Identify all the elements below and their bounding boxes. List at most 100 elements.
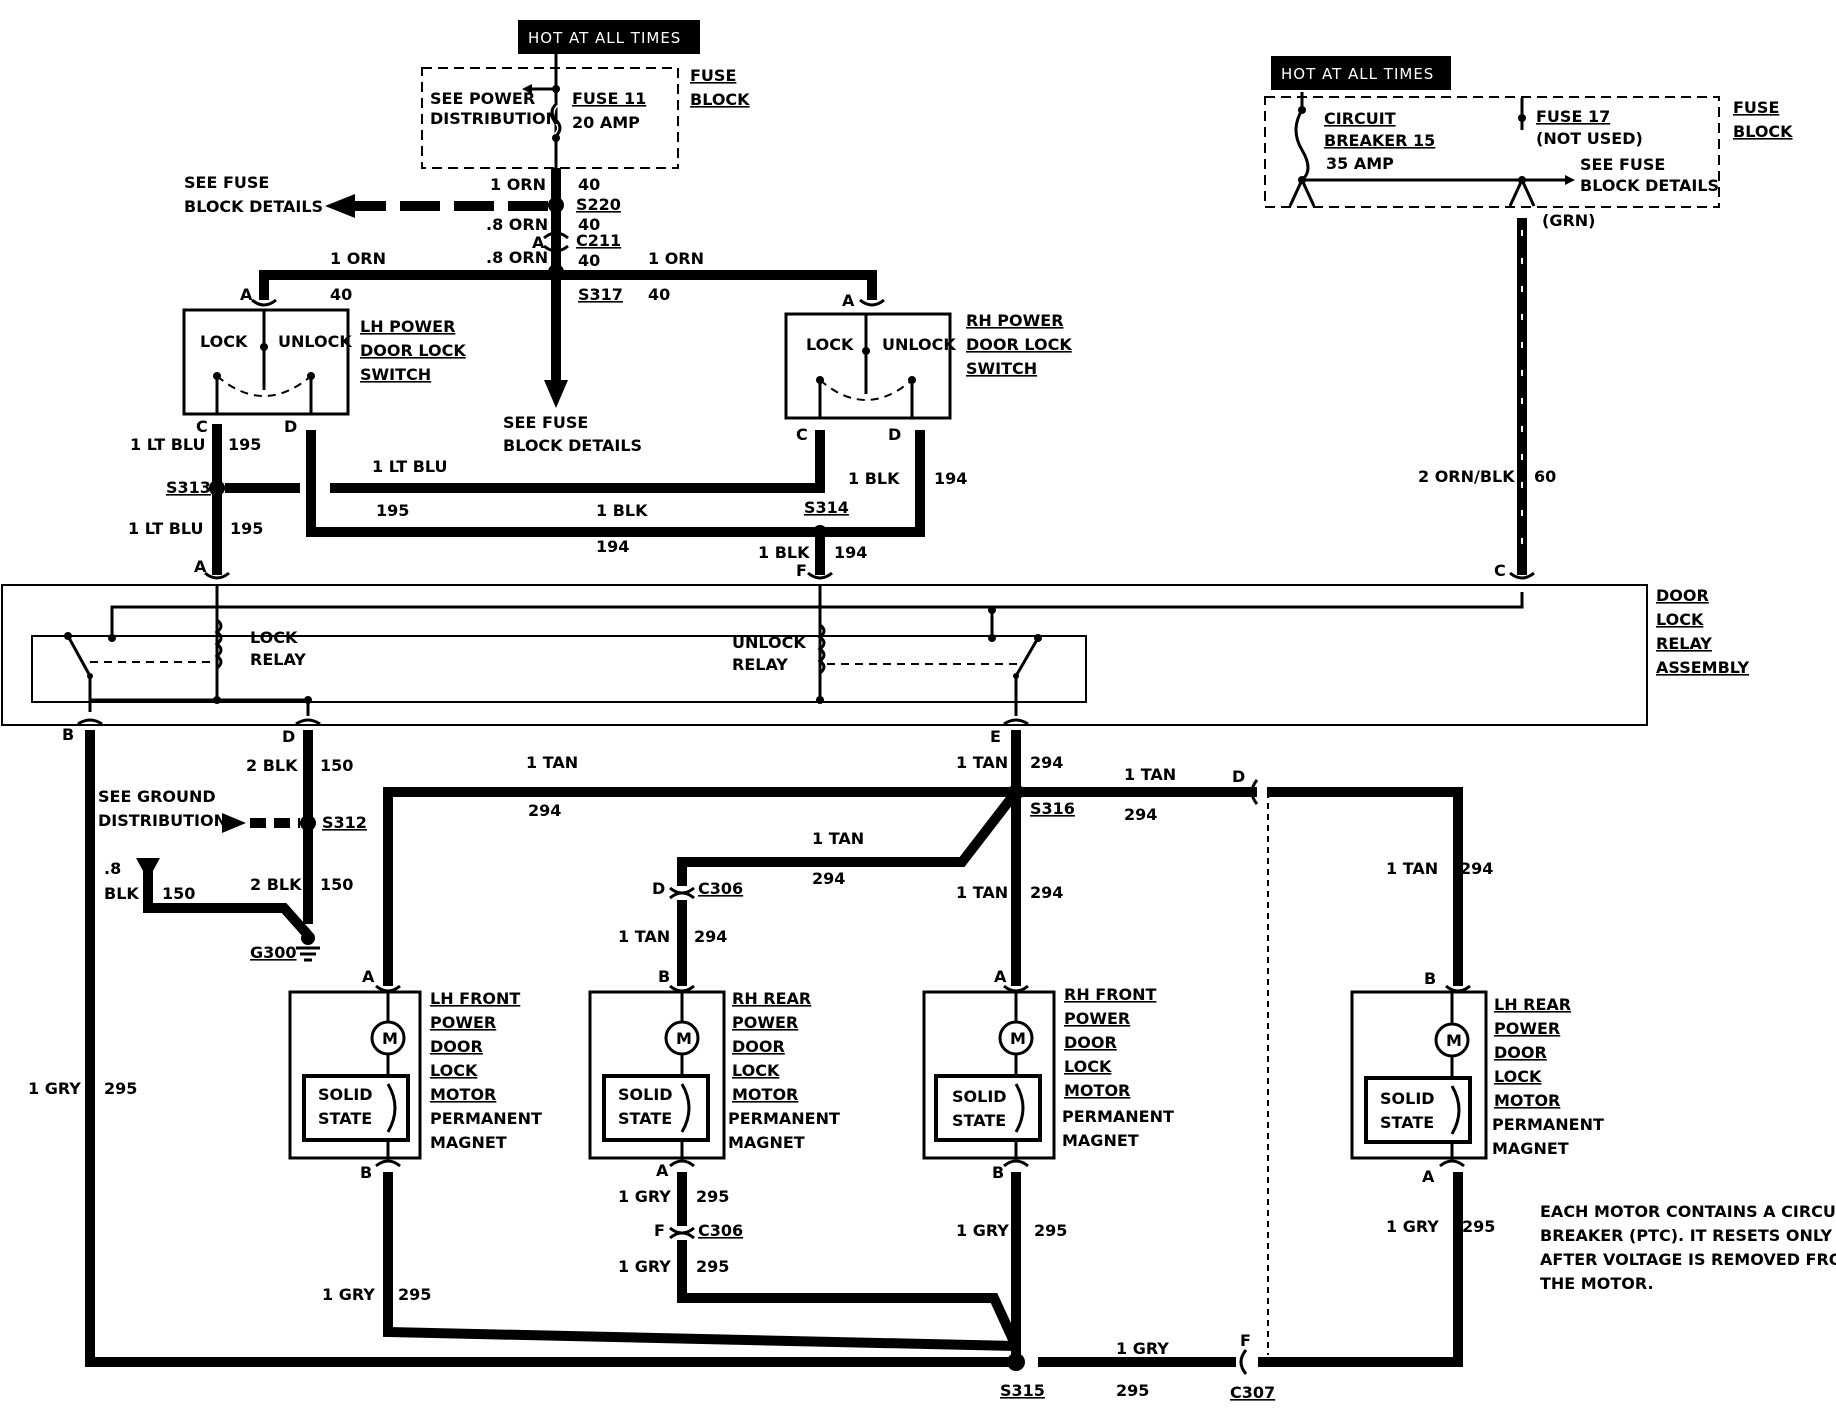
relay-pin-f: F <box>796 561 807 580</box>
lh-switch-pin-d: D <box>284 417 297 436</box>
motor-1-name5: MOTOR <box>430 1085 496 1104</box>
splice-s314-label: S314 <box>804 498 849 517</box>
circuit-295-lr: 295 <box>1462 1217 1495 1236</box>
rh-switch-pin-a: A <box>842 291 855 310</box>
splice-s315-label: S315 <box>1000 1381 1045 1400</box>
lh-switch-unlock: UNLOCK <box>278 332 352 351</box>
motor-2-name2: POWER <box>732 1013 798 1032</box>
fuse-block-2-label: FUSE <box>1733 98 1779 117</box>
unlock-relay-coil <box>817 623 826 675</box>
motor-2-name3: DOOR <box>732 1037 785 1056</box>
lh-switch-pin-a: A <box>240 285 253 304</box>
relay-pin-a: A <box>194 557 207 576</box>
fuse-block-1-label2: BLOCK <box>690 90 750 109</box>
arrow-icon <box>522 84 532 94</box>
wire-ltblu-2: 1 LT BLU <box>128 519 204 538</box>
fuse-11-label: FUSE 11 <box>572 89 646 108</box>
state-2: STATE <box>618 1109 672 1128</box>
circuit-194-r: 194 <box>934 469 967 488</box>
fuse-11-amp: 20 AMP <box>572 113 640 132</box>
motor-1-name6: PERMANENT <box>430 1109 542 1128</box>
wire-gry-rf: 1 GRY <box>956 1221 1009 1240</box>
motor-4-name1: LH REAR <box>1494 995 1571 1014</box>
see-ground-2: DISTRIBUTION <box>98 811 227 830</box>
lh-switch-name3: SWITCH <box>360 365 431 384</box>
hot-label-2: HOT AT ALL TIMES <box>1281 65 1434 83</box>
wire-tan-r: 1 TAN <box>1124 765 1176 784</box>
splice-s220 <box>548 197 564 213</box>
relay-name4: ASSEMBLY <box>1656 658 1749 677</box>
splice-s316-label: S316 <box>1030 799 1075 818</box>
grn-label: (GRN) <box>1542 211 1595 230</box>
motor-1-name2: POWER <box>430 1013 496 1032</box>
lh-door-lock-switch <box>182 308 350 416</box>
fuse-11-icon <box>550 102 562 138</box>
motor-1-name7: MAGNET <box>430 1133 507 1152</box>
breaker-35-amp: 35 AMP <box>1326 154 1394 173</box>
arrow-right-icon <box>1565 175 1575 185</box>
splice-s312 <box>300 815 316 831</box>
wire-orn-blk: 2 ORN/BLK <box>1418 467 1515 486</box>
fuse-block-2 <box>1264 96 1720 208</box>
motor-1-top-pin: A <box>362 967 375 986</box>
circuit-label: CIRCUIT <box>1324 109 1396 128</box>
lh-switch-name1: LH POWER <box>360 317 455 336</box>
wire-gry-rr2: 1 GRY <box>618 1257 671 1276</box>
wire-2blk-a: 2 BLK <box>246 756 298 775</box>
connector-d <box>1250 779 1259 805</box>
rh-switch-pin-c: C <box>796 425 808 444</box>
splice-s220-label: S220 <box>576 195 621 214</box>
circuit-294-rf: 294 <box>1030 883 1063 902</box>
see-ground-1: SEE GROUND <box>98 787 216 806</box>
distribution-text: DISTRIBUTION <box>430 109 559 128</box>
wire-blk-h: 1 BLK <box>596 501 648 520</box>
circuit-294-r: 294 <box>1124 805 1157 824</box>
see-fuse-left-2: BLOCK DETAILS <box>184 197 323 216</box>
connector-c211 <box>543 231 569 240</box>
motor-icon <box>370 1020 406 1056</box>
note-line-4: THE MOTOR. <box>1540 1274 1654 1293</box>
wire-gry-rh-rear <box>677 1240 1021 1349</box>
wire-tan-rh-rear <box>677 788 1020 886</box>
motor-4-top-pin: B <box>1424 969 1436 988</box>
motor-4-name3: DOOR <box>1494 1043 1547 1062</box>
wire-tan-rf: 1 TAN <box>956 883 1008 902</box>
motor-4-name5: MOTOR <box>1494 1091 1560 1110</box>
circuit-295-left: 295 <box>104 1079 137 1098</box>
motor-m-4: M <box>1446 1031 1462 1050</box>
fuse-17-not-used: (NOT USED) <box>1536 129 1643 148</box>
circuit-195-h: 195 <box>376 501 409 520</box>
rh-switch-name1: RH POWER <box>966 311 1064 330</box>
lock-relay-label1: LOCK <box>250 628 298 647</box>
motor-lh-rear <box>1350 984 1488 1168</box>
motor-icon <box>664 1020 700 1056</box>
circuit-195-a: 195 <box>228 435 261 454</box>
motor-3-name6: PERMANENT <box>1062 1107 1174 1126</box>
hot-label-1: HOT AT ALL TIMES <box>528 29 681 47</box>
see-power-text: SEE POWER <box>430 89 535 108</box>
wire-ltblu-1: 1 LT BLU <box>130 435 206 454</box>
door-lock-relay-assembly <box>1 584 1648 726</box>
motor-2-name7: MAGNET <box>728 1133 805 1152</box>
splice-s315 <box>1007 1353 1025 1371</box>
wire-8orn-1: .8 ORN <box>486 215 548 234</box>
circuit-295-rr1: 295 <box>696 1187 729 1206</box>
motor-icon <box>998 1020 1034 1056</box>
wire-gry-lh-front <box>383 1172 1017 1351</box>
see-fuse-right-1: SEE FUSE <box>1580 155 1665 174</box>
wire-2blk-b: 2 BLK <box>250 875 302 894</box>
note-line-1: EACH MOTOR CONTAINS A CIRCUIT <box>1540 1202 1836 1221</box>
wire-blk-label: BLK <box>104 884 139 903</box>
ground-arrow-icon <box>222 813 246 833</box>
connector-c306-label: C306 <box>698 879 743 898</box>
circuit-294-rr: 294 <box>694 927 727 946</box>
motor-1-name4: LOCK <box>430 1061 478 1080</box>
circuit-294-e: 294 <box>1030 753 1063 772</box>
lock-relay-coil <box>214 618 223 670</box>
circuit-40-left: 40 <box>330 285 352 304</box>
c307-pin-f: F <box>1240 1331 1251 1350</box>
motor-1-name3: DOOR <box>430 1037 483 1056</box>
relay-pin-c: C <box>1494 561 1506 580</box>
wire-blk-194-loop <box>306 430 925 537</box>
c306-pin-d: D <box>652 879 665 898</box>
